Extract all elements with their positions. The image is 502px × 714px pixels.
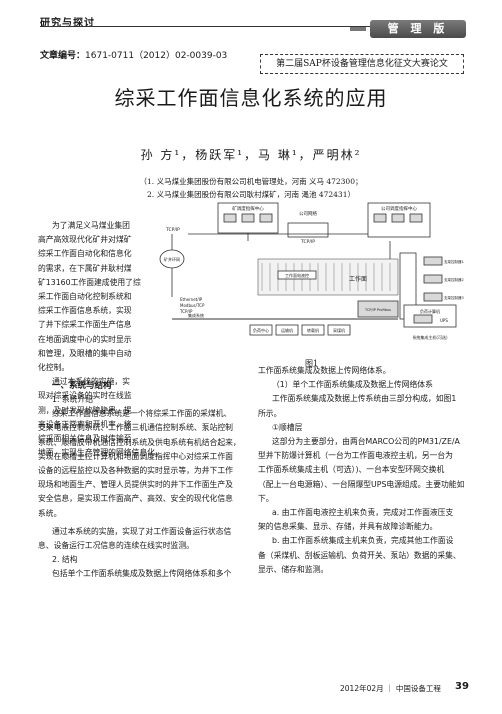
body-line: 通过本系统的实施，实现了对工作面设备运行状态信 xyxy=(52,526,232,536)
intro-line: 高产高效现代化矿井对煤矿 xyxy=(38,235,132,245)
bottom-box-2: 运输机 xyxy=(281,327,293,333)
body-line: 系统、顺槽胶带机通信控制系统及供电系统有机结合起来， xyxy=(38,437,241,447)
body-line: 所示。 xyxy=(258,408,282,418)
left-column-body: 1. 系统介绍 综采工作面信息系统是一个将综采工作面的采煤机、 支架电液控制系统… xyxy=(38,393,250,582)
bottom-box-1: 负荷中心 xyxy=(253,327,269,333)
intro-line: 通过本系统的实施，实 xyxy=(52,377,130,387)
header-rule xyxy=(40,26,460,27)
body-line: 包括单个工作面系统集成及数据上传网络体系和多个 xyxy=(52,569,232,579)
right-label-1: 支架控制器1 xyxy=(444,259,464,264)
right-label-2: 支架控制器2 xyxy=(444,277,464,282)
body-line: 设备的远程监控以及各种数据的实时显示等，为井下工作 xyxy=(38,466,233,476)
page-number: 39 xyxy=(455,681,469,692)
system-architecture-figure: 矿调度指挥中心 公司调度指挥中心 公司网络 TCP/IP TCP/IP 矿井环网… xyxy=(159,202,464,340)
body-line: 系统。 xyxy=(38,508,62,518)
intro-line: 综采面相关信息及时传输至 xyxy=(38,434,132,444)
body-line: b. 由工作面系统集成主机来负责，完成其他工作面设 xyxy=(272,536,454,546)
subsection-heading: 1. 系统介绍 xyxy=(52,395,94,404)
body-line: 架的信息采集、显示、存储，并具有故障诊断能力。 xyxy=(258,522,438,532)
intro-line: 综采工作面自动化和信息化 xyxy=(38,249,132,259)
intro-line: 在地面调度中心的实时显示 xyxy=(38,334,132,344)
affiliation-2: 2. 义马煤业集团股份有限公司耿村煤矿，河南 渑池 472431） xyxy=(147,190,355,199)
workface-label: 工作面 xyxy=(349,275,367,283)
body-line: 备（采煤机、刮板运输机、负荷开关、泵站）数据的采集、 xyxy=(258,550,461,560)
authors: 孙 方¹，杨跃军¹，马 琳¹，严明林² xyxy=(140,148,362,162)
tcpip-left-label: TCP/IP xyxy=(165,227,180,233)
ethernet-label: Ethernet/IP xyxy=(180,297,203,302)
subsection-heading: 2. 结构 xyxy=(52,555,78,565)
power-label: 负荷计算机 xyxy=(420,308,440,314)
intro-line: 高设备正常率和开机率，将 xyxy=(38,419,132,429)
intro-line: 现对综采设备的实时在线监 xyxy=(38,391,132,401)
support-ctrl-label: 工作面电液控 xyxy=(285,272,309,278)
section-label: 研究与探讨 xyxy=(40,18,95,29)
body-line: 综采工作面信息系统是一个将综采工作面的采煤机、 xyxy=(52,409,232,419)
footer-issue: 2012年02月 ｜ 中国设备工程 xyxy=(340,684,441,693)
intro-line: 矿13160工作面建成使用了综 xyxy=(38,277,141,287)
body-line: 工作面系统集成主机（可选）)、一台本安型环网交换机 xyxy=(258,465,445,475)
bottom-box-3: 转载机 xyxy=(307,327,319,333)
body-line: 支架电液控制系统、工作面三机通信控制系统、泵站控制 xyxy=(38,423,233,433)
figure-caption: 图1 xyxy=(305,359,319,368)
company-dispatch-label: 公司调度指挥中心 xyxy=(381,205,417,212)
conference-label: 第二届SAP杯设备管理信息化征文大赛论文 xyxy=(260,54,464,74)
intro-line: 了井下综采工作面生产信息 xyxy=(38,320,132,330)
body-line: 下。 xyxy=(258,493,274,503)
body-line: 安全信息，是实现工作面高产、高效、安全的现代化信息 xyxy=(38,494,233,504)
right-label-3: 支架控制器3 xyxy=(444,295,464,300)
intro-line: 的需求，在下属矿井耿村煤 xyxy=(38,263,132,273)
body-line: 现场和地面生产、管理人员提供实时的井下工作面生产及 xyxy=(38,480,233,490)
collect-system-label: 集成系统 xyxy=(188,312,204,318)
intro-line: 测，及时发现故障隐患，提 xyxy=(38,405,132,415)
intro-column: 为了满足义马煤业集团 高产高效现代化矿井对煤矿 综采工作面自动化和信息化 的需求… xyxy=(38,219,163,460)
right-column-body: 工作面系统集成及数据上传网络体系。 （1）单个工作面系统集成及数据上传网络体系 … xyxy=(258,364,468,577)
ups-label: UPS xyxy=(440,318,448,323)
intro-line: 为了满足义马煤业集团 xyxy=(52,221,130,230)
body-line: 工作面系统集成及数据上传系统由三部分构成，如图1 xyxy=(272,394,457,404)
body-line: 实现在顺槽主控计算机和地面调度指挥中心对综采工作面 xyxy=(38,451,233,461)
body-line: 工作面系统集成及数据上传网络体系。 xyxy=(258,366,391,375)
body-line: 这部分为主要部分，由两台MARCO公司的PM31/ZE/A xyxy=(272,437,460,447)
intro-line: 采工作面自动化控制系统和 xyxy=(38,292,132,302)
subsection-heading: （1）单个工作面系统集成及数据上传网络体系 xyxy=(272,380,433,390)
paper-title: 综采工作面信息化系统的应用 xyxy=(114,86,388,110)
profibus-label: TCP/IP Profibus xyxy=(364,308,391,312)
edition-banner: 管 理 版 xyxy=(350,20,466,38)
item-heading: ①顺槽层 xyxy=(272,422,303,432)
svg-text:Modbus/TCP: Modbus/TCP xyxy=(180,303,205,308)
company-net-label: 公司网络 xyxy=(299,210,317,217)
article-number-value: 1671-0711（2012）02-0039-03 xyxy=(85,51,228,61)
system-host-label: 系统集成主机(可选) xyxy=(412,334,448,340)
intro-line: 综采工作面信息系统，实现 xyxy=(38,306,132,316)
body-line: 息、设备运行工况信息的连续在线实时监测。 xyxy=(38,541,194,551)
bottom-box-4: 采煤机 xyxy=(333,327,345,333)
affiliation-1: （1. 义马煤业集团股份有限公司机电管理处，河南 义马 472300； xyxy=(139,177,363,186)
body-line: a. 由工作面电液控主机来负责，完成对工作面液压支 xyxy=(272,508,454,518)
intro-line: 和管理，及眼槽的集中自动 xyxy=(38,348,132,358)
mine-ring-label: 矿井环网 xyxy=(164,256,180,262)
article-number-label: 文章编号： xyxy=(40,51,86,61)
tcpip-mid-label: TCP/IP xyxy=(300,239,315,245)
body-line: 型井下防爆计算机（一台为工作面电液控主机，另一台为 xyxy=(258,451,453,461)
body-line: （配上一台电源箱）、一台隔爆型UPS电源组成。主要功能如 xyxy=(258,479,465,489)
intro-line: 化控制。 xyxy=(38,363,70,373)
section-heading-1: 一、系统与结构 xyxy=(52,381,112,391)
intro-line: 地面，实现生产管理的网络信息化。 xyxy=(38,448,163,458)
article-number: 文章编号：1671-0711（2012）02-0039-03 xyxy=(40,48,227,61)
mine-dispatch-label: 矿调度指挥中心 xyxy=(232,205,264,212)
svg-text:TCP/IP: TCP/IP xyxy=(179,309,193,314)
body-line: 显示、储存和监测。 xyxy=(258,564,329,574)
